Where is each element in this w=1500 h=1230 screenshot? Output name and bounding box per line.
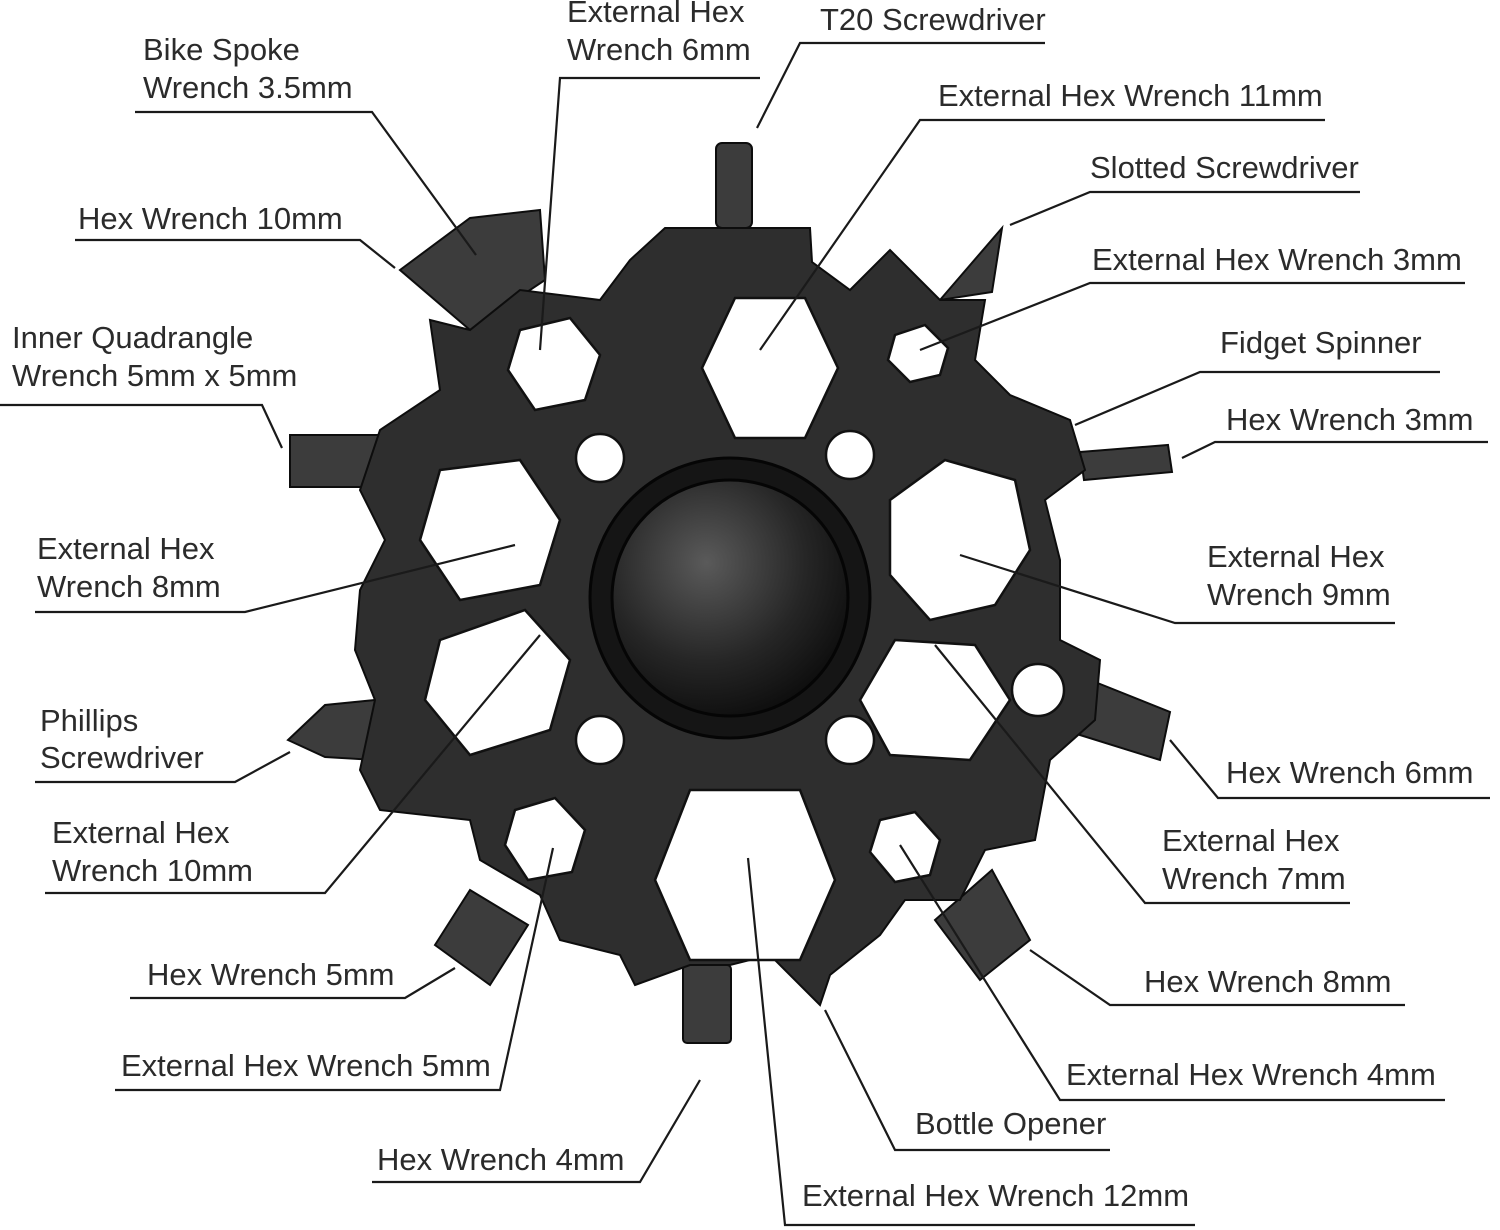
label-hex-8: Hex Wrench 8mm (1144, 964, 1392, 999)
hex-hole-10mm (423, 608, 572, 757)
hex-hole-6mm (506, 316, 602, 412)
label-hex-3: Hex Wrench 3mm (1226, 402, 1474, 437)
fidget-bearing (588, 456, 872, 740)
tool-bits (286, 142, 1174, 1044)
label-ext-hex-9-line2: Wrench 9mm (1207, 577, 1391, 612)
label-bottle-opener: Bottle Opener (915, 1106, 1106, 1141)
label-hex-6: Hex Wrench 6mm (1226, 755, 1474, 790)
hex-hole-8mm (418, 458, 562, 602)
label-ext-hex-3: External Hex Wrench 3mm (1092, 242, 1462, 277)
label-ext-hex-8-line1: External Hex (37, 531, 215, 566)
leader-lines (0, 41, 1490, 1227)
callout-labels: Bike Spoke Wrench 3.5mm External Hex Wre… (12, 0, 1474, 1213)
label-ext-hex-6-line1: External Hex (567, 0, 745, 29)
label-ext-hex-4: External Hex Wrench 4mm (1066, 1057, 1436, 1092)
label-slotted: Slotted Screwdriver (1090, 150, 1359, 185)
label-t20: T20 Screwdriver (820, 2, 1046, 37)
label-phillips-line1: Phillips (40, 703, 138, 738)
label-ext-hex-10-line1: External Hex (52, 815, 230, 850)
hex-hole-7mm (858, 638, 1012, 762)
hex-hole-9mm (888, 458, 1032, 622)
label-hex-10: Hex Wrench 10mm (78, 201, 343, 236)
hex-hole-11mm (700, 296, 840, 440)
hex-cutouts (418, 296, 1032, 962)
hex-hole-12mm (653, 788, 837, 962)
hex-hole-3mm (886, 323, 950, 384)
round-holes (574, 429, 1066, 766)
label-hex-5: Hex Wrench 5mm (147, 957, 395, 992)
label-phillips-line2: Screwdriver (40, 740, 204, 775)
label-ext-hex-9-line1: External Hex (1207, 539, 1385, 574)
label-inner-quad-line1: Inner Quadrangle (12, 320, 253, 355)
label-ext-hex-8-line2: Wrench 8mm (37, 569, 221, 604)
label-bike-spoke-line2: Wrench 3.5mm (143, 70, 353, 105)
label-ext-hex-6-line2: Wrench 6mm (567, 32, 751, 67)
label-ext-hex-7-line1: External Hex (1162, 823, 1340, 858)
label-ext-hex-7-line2: Wrench 7mm (1162, 861, 1346, 896)
hex-hole-4mm (868, 810, 942, 884)
hex-hole-5mm (503, 796, 587, 882)
label-bike-spoke-line1: Bike Spoke (143, 32, 300, 67)
label-fidget: Fidget Spinner (1220, 325, 1422, 360)
label-ext-hex-5: External Hex Wrench 5mm (121, 1048, 491, 1083)
label-hex-4: Hex Wrench 4mm (377, 1142, 625, 1177)
label-ext-hex-11: External Hex Wrench 11mm (938, 78, 1323, 113)
snowflake-multitool (286, 142, 1174, 1044)
label-ext-hex-10-line2: Wrench 10mm (52, 853, 253, 888)
label-inner-quad-line2: Wrench 5mm x 5mm (12, 358, 297, 393)
label-ext-hex-12: External Hex Wrench 12mm (802, 1178, 1189, 1213)
